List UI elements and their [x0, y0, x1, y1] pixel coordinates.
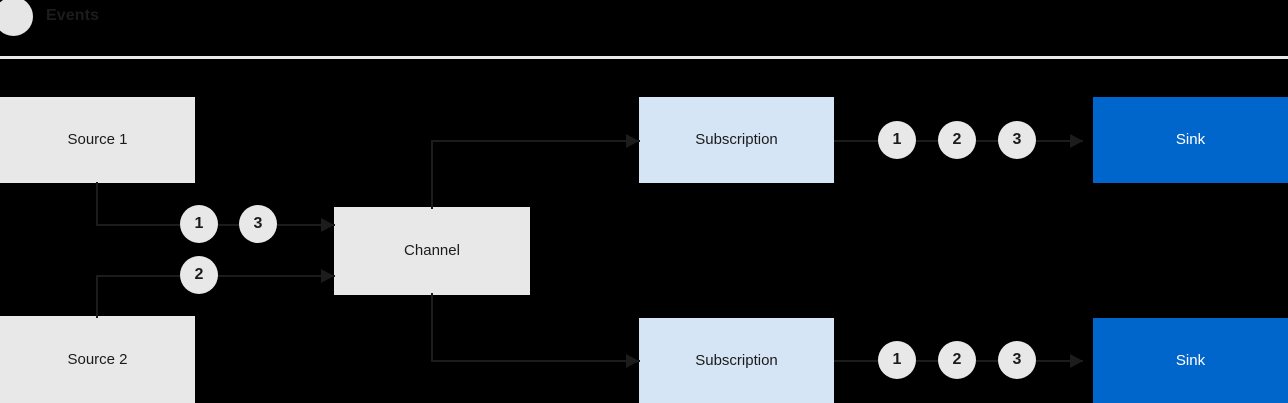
node-source-2[interactable]: Source 2 [0, 316, 195, 403]
node-sink-top[interactable]: Sink [1093, 97, 1288, 183]
node-label: Sink [1175, 131, 1206, 148]
edge-source2-vertical [96, 275, 98, 318]
event-chip[interactable]: 1 [878, 341, 916, 379]
header-divider [0, 56, 1288, 59]
node-label: Source 2 [67, 350, 128, 368]
node-sink-bottom[interactable]: Sink [1093, 318, 1288, 403]
edge-source1-vertical [96, 182, 98, 226]
node-label: Channel [404, 242, 460, 259]
event-chip[interactable]: 3 [998, 121, 1036, 159]
node-subscription-top[interactable]: Subscription [639, 97, 834, 183]
edge-channel-bottom-horizontal [431, 360, 640, 362]
edge-channel-top-horizontal [431, 140, 640, 142]
node-subscription-bottom[interactable]: Subscription [639, 318, 834, 403]
legend-label: Events [46, 7, 100, 24]
edge-subbot-sink-arrowhead [1070, 354, 1083, 368]
node-label: Sink [1175, 351, 1206, 369]
node-label: Subscription [695, 131, 778, 148]
event-chip[interactable]: 3 [239, 205, 277, 243]
event-chip[interactable]: 3 [998, 341, 1036, 379]
node-label: Subscription [695, 351, 778, 369]
node-source-1[interactable]: Source 1 [0, 97, 195, 183]
event-chip[interactable]: 2 [180, 256, 218, 294]
node-label: Source 1 [67, 131, 128, 148]
edge-source1-arrowhead [321, 218, 334, 232]
edge-channel-bottom-arrowhead [626, 354, 639, 368]
event-chip[interactable]: 1 [180, 205, 218, 243]
event-chip[interactable]: 2 [938, 121, 976, 159]
edge-source2-arrowhead [321, 269, 334, 283]
edge-channel-top-arrowhead [626, 134, 639, 148]
event-chip[interactable]: 1 [878, 121, 916, 159]
edge-channel-bottom-vertical [431, 293, 433, 362]
event-circle-icon [0, 0, 33, 36]
edge-subtop-sink-arrowhead [1070, 134, 1083, 148]
node-channel[interactable]: Channel [334, 207, 530, 295]
event-chip[interactable]: 2 [938, 341, 976, 379]
edge-channel-top-vertical [431, 140, 433, 209]
